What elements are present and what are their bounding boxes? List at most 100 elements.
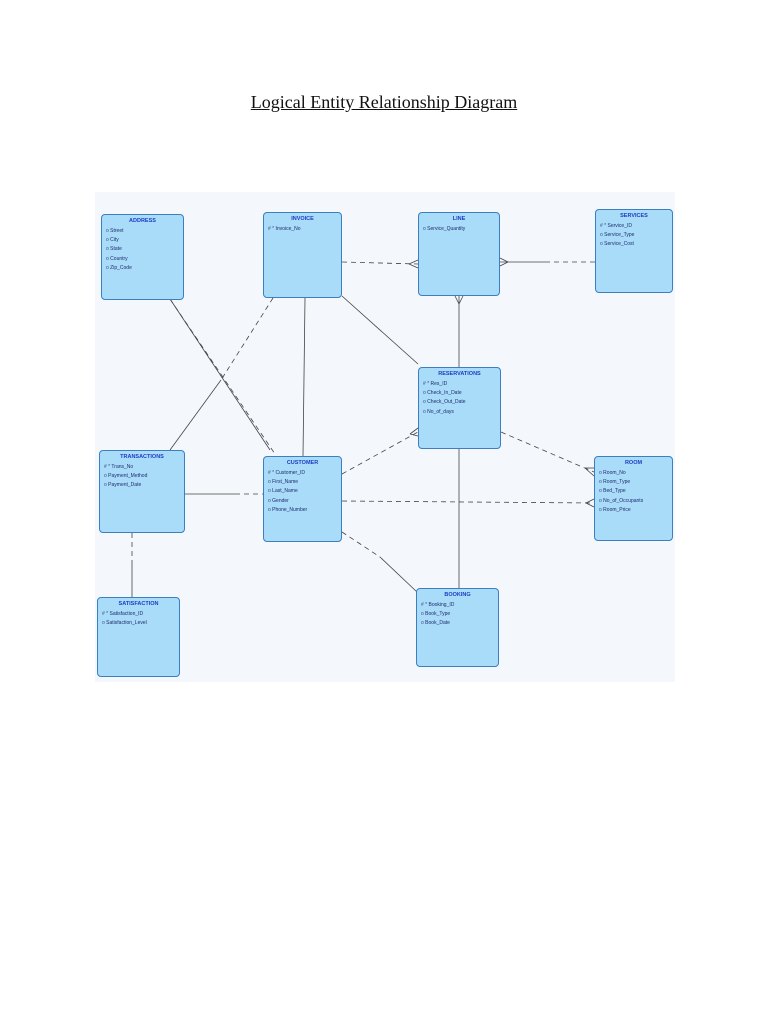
entity-title: BOOKING [444,592,471,598]
attribute-name: Room_Price [603,506,631,513]
attribute-marker: o [268,506,273,513]
attribute-marker: o [599,488,604,495]
crow-line-left-b [408,263,419,269]
attribute-name: City [110,237,119,244]
attribute-name: State [110,246,122,253]
entity-attribute: # * Customer_ID [264,469,341,478]
attribute-marker: # * [104,464,112,470]
attribute-name: Booking_ID [428,602,455,608]
rel-invoice-transactions [220,297,274,381]
attribute-marker: # * [600,223,608,229]
crow-res-b [409,433,419,437]
entity-attribute: o Check_In_Date [419,389,500,398]
rel-reservations-room [500,431,595,473]
page-title: Logical Entity Relationship Diagram [250,92,518,112]
entity-attribute: o City [102,236,183,245]
attribute-marker: o [102,620,107,627]
attribute-name: Bed_Type [603,488,626,495]
entity-attribute: o First_Name [264,478,341,487]
attribute-name: Payment_Method [108,473,148,480]
attribute-marker: o [423,408,428,415]
entity-invoice[interactable]: INVOICE # * Invoice_No [263,212,342,298]
crow-room-top-b [584,467,595,477]
attribute-marker: o [599,470,604,476]
entity-attribute: # * Invoice_No [264,225,341,234]
attribute-name: Check_Out_Date [427,399,466,406]
entity-attribute: o Book_Date [417,619,498,628]
attribute-name: Street [110,228,124,234]
attribute-name: Invoice_No [275,226,301,232]
entity-attribute: # * Booking_ID [417,601,498,610]
entity-attribute: o Phone_Number [264,506,341,515]
attribute-name: Gender [272,497,289,504]
crow-res-a [409,427,419,435]
attribute-name: Room_Type [603,479,631,486]
crow-services-b [499,261,509,267]
attribute-name: Phone_Number [272,506,308,513]
rel-invoice-customer [302,297,306,457]
entity-attribute: o Service_Quantity [419,225,499,234]
entity-title: INVOICE [291,216,314,222]
rel-customer-booking-dash [341,531,381,558]
rel-transactions-address [169,379,222,451]
entity-attribute: # * Satisfaction_ID [98,610,179,619]
entity-attribute: o Bed_Type [595,487,672,496]
entity-title: SATISFACTION [118,601,159,607]
entity-attribute: o Street [102,227,183,236]
rel-customer-booking-solid [379,556,418,593]
attribute-name: Service_Quantity [427,226,466,232]
attribute-marker: # * [268,470,276,476]
attribute-name: Service_ID [607,223,632,229]
attribute-marker: o [268,488,273,495]
attribute-marker: # * [102,611,110,617]
attribute-name: Payment_Date [108,482,142,489]
rel-customer-reservations [341,431,419,475]
entity-line[interactable]: LINE o Service_Quantity [418,212,500,296]
entity-attribute: o Country [102,255,183,264]
attribute-marker: o [106,255,111,262]
entity-attribute: o Room_Price [595,506,672,515]
attribute-name: Service_Cost [604,241,634,248]
attribute-marker: o [104,482,109,489]
entity-attribute: o No_of_days [419,408,500,417]
attribute-marker: o [106,246,111,253]
entity-title: SERVICES [620,213,648,219]
rel-invoice-line [341,261,419,265]
entity-title: RESERVATIONS [438,371,481,377]
attribute-name: Res_ID [430,381,448,387]
attribute-name: No_of_Occupants [603,497,644,504]
attribute-name: First_Name [272,479,299,486]
entity-attribute: o Satisfaction_Level [98,619,179,628]
crow-room-left-a [585,498,595,504]
entity-attribute: o Last_Name [264,487,341,496]
entity-attribute: o Gender [264,497,341,506]
attribute-marker: o [104,473,109,480]
attribute-marker: o [421,620,426,627]
attribute-name: Check_In_Date [427,390,462,397]
attribute-marker: # * [423,381,431,387]
attribute-marker: o [421,611,426,618]
attribute-name: Satisfaction_Level [106,620,147,627]
attribute-name: Country [110,255,128,262]
crow-line-left-a [408,259,419,265]
attribute-list: # * Invoice_No [264,225,341,234]
crow-line-bottom-a [454,295,460,305]
attribute-marker: o [599,506,604,513]
entity-attribute: # * Res_ID [419,380,500,389]
entity-attribute: o State [102,245,183,254]
attribute-name: No_of_days [427,408,454,415]
